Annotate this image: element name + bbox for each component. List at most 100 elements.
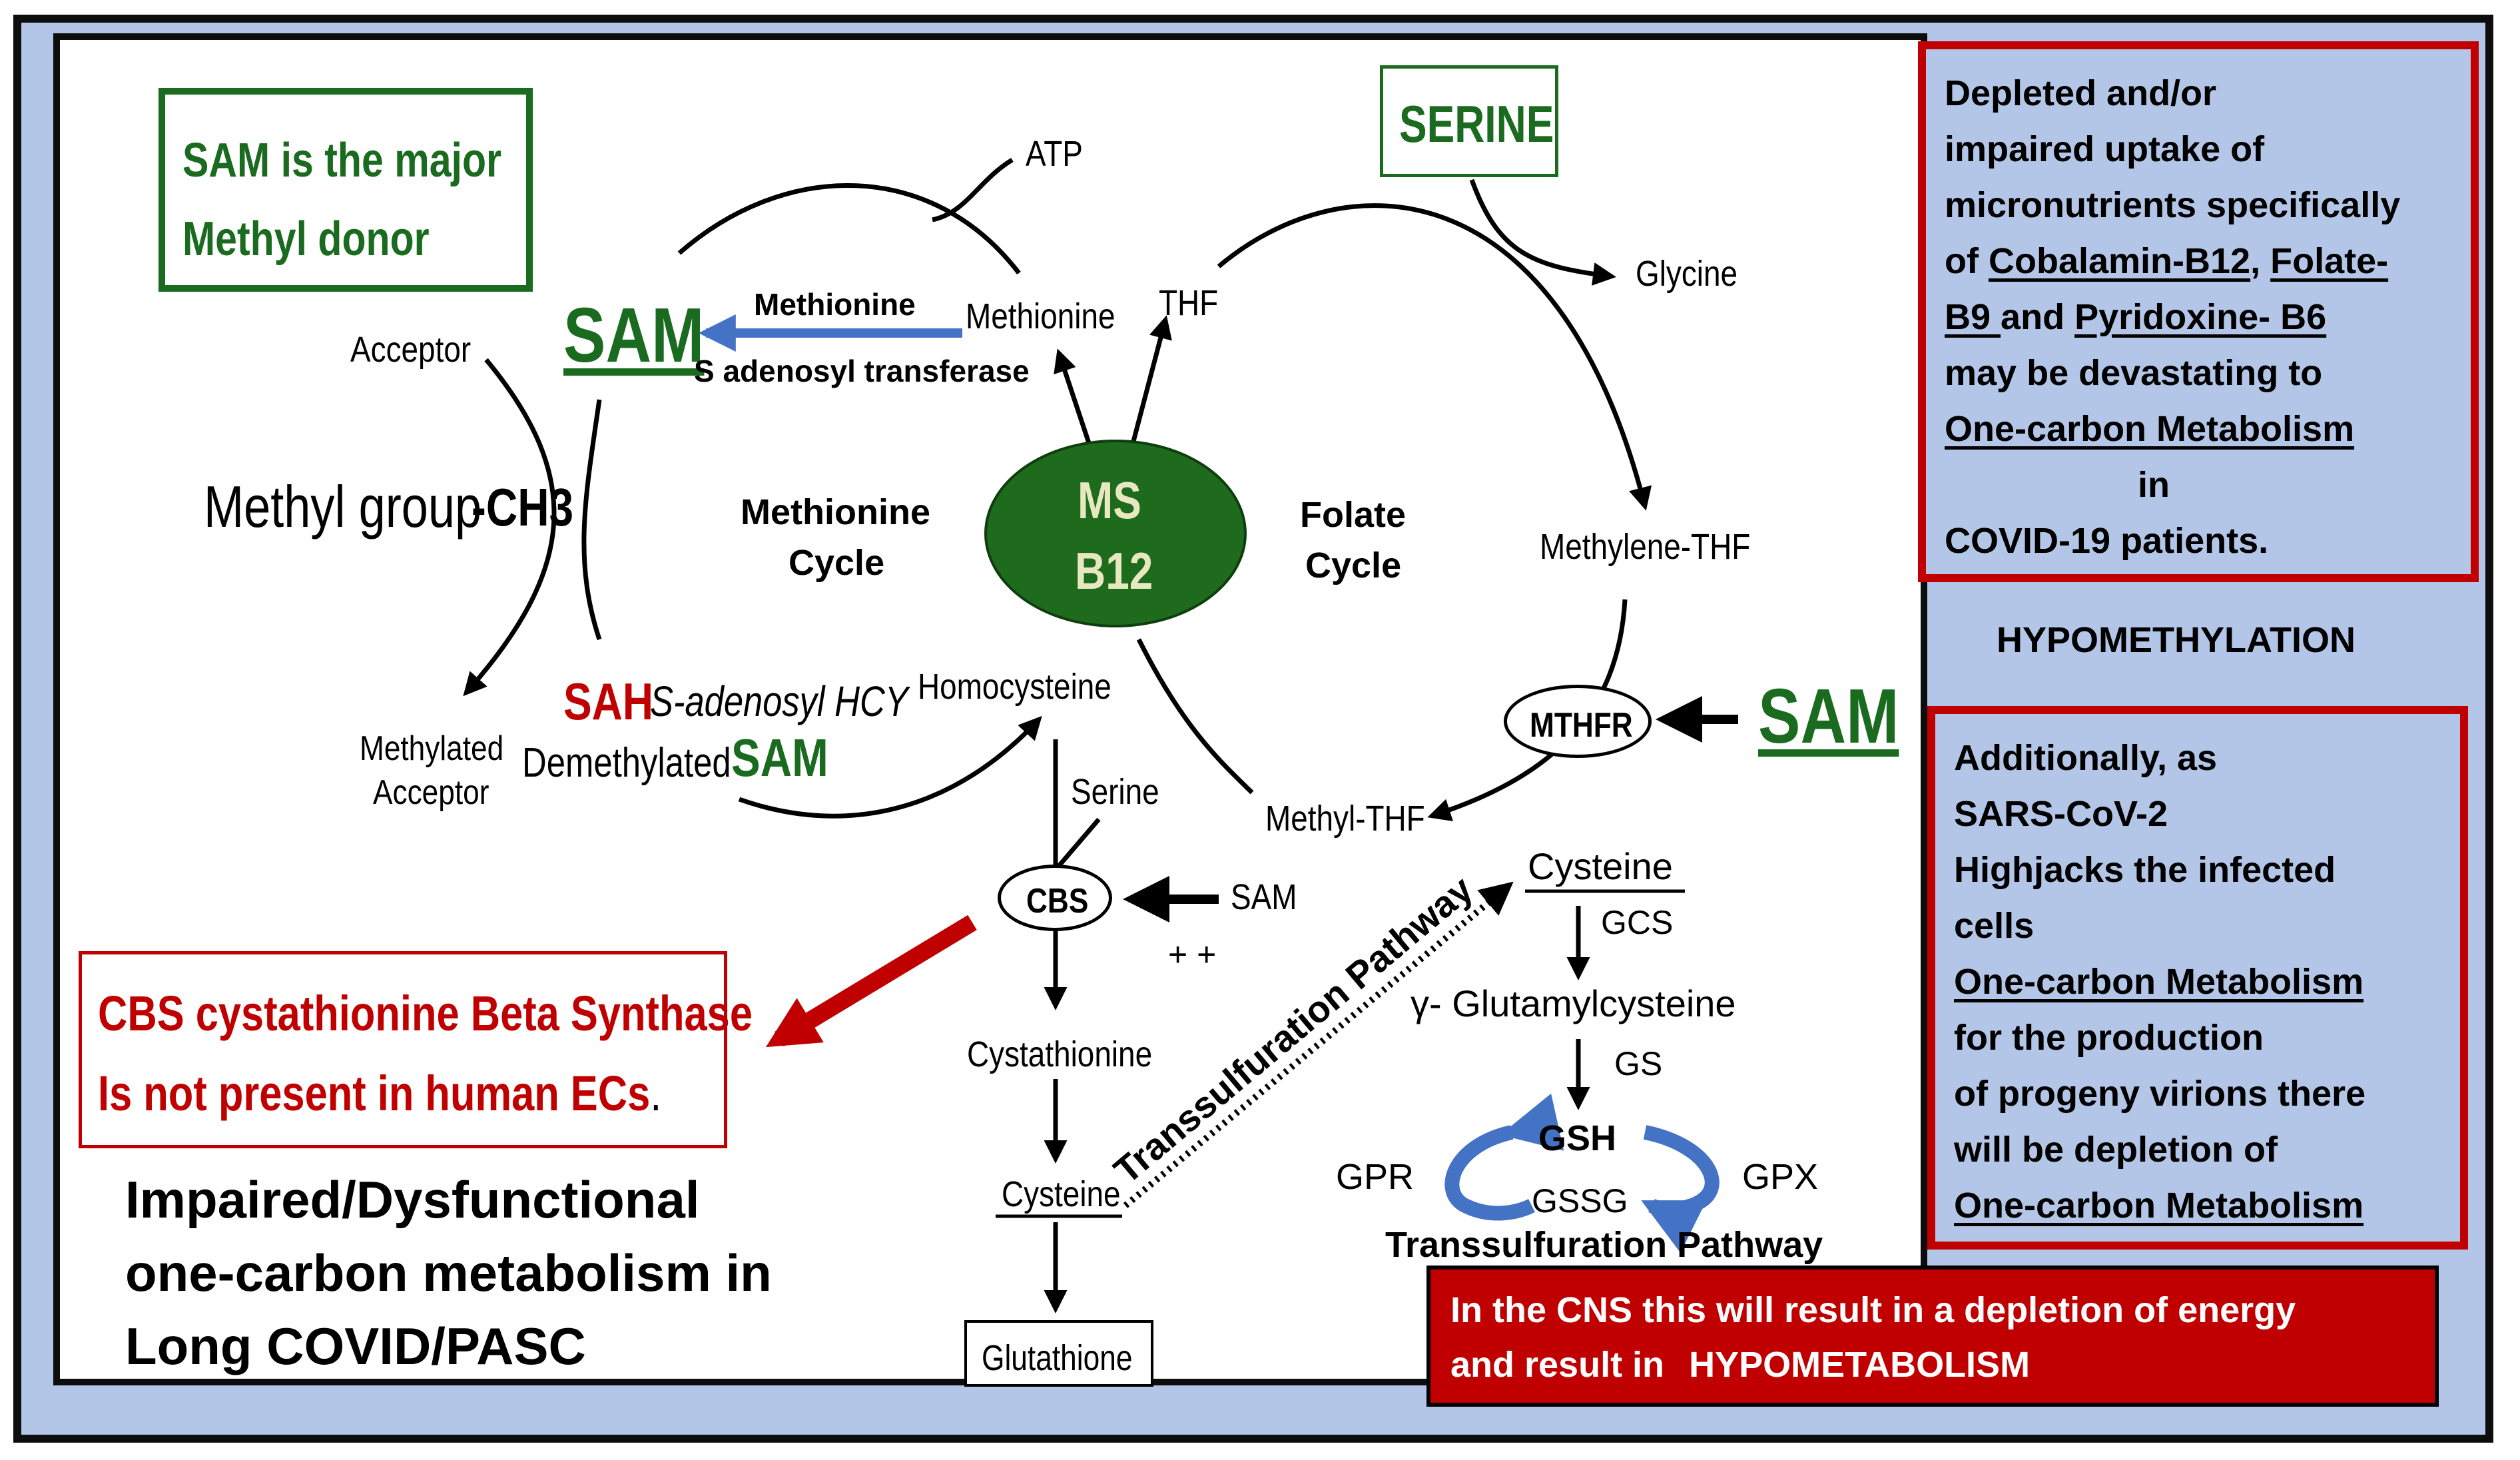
cysteine-left-label: Cysteine <box>1002 1174 1121 1214</box>
gsh-cycle-right <box>1641 1125 1720 1253</box>
side1-line-4: of Cobalamin-B12, Folate- <box>1945 233 2452 289</box>
gssg-label: GSSG <box>1532 1182 1628 1220</box>
pyridoxine-text: Pyridoxine- B6 <box>2074 297 2327 337</box>
gpr-label: GPR <box>1336 1157 1415 1197</box>
side2-line-4: cells <box>1954 906 2035 946</box>
side1-line-6: may be devastating to <box>1945 353 2323 393</box>
folate-cycle-label-1: Folate <box>1300 495 1407 535</box>
side-box-sars: Additionally, as SARS-CoV-2 Highjacks th… <box>1927 706 2468 1250</box>
methylated-acceptor-label-1: Methylated <box>360 729 504 768</box>
cbs-note-box: CBS cystathionine Beta Synthase Is not p… <box>79 951 753 1148</box>
side1-line-8: in <box>2138 465 2170 505</box>
cbs-note-line-2-text: Is not present in human ECs <box>98 1066 651 1121</box>
folate-text: Folate- <box>2270 241 2389 281</box>
hypomethylation-label: HYPOMETHYLATION <box>1997 620 2356 660</box>
red-arrow-cbs-note <box>765 914 977 1048</box>
dotted-transsulfuration <box>1123 881 1514 1208</box>
impaired-line-2: one-carbon metabolism in <box>125 1244 772 1302</box>
sam-major-text: SAM is the major Methyl donor <box>182 134 501 266</box>
atp-branch <box>932 157 1014 222</box>
sah-label: SAH <box>563 672 654 731</box>
sam-main-label: SAM <box>563 292 705 378</box>
methionine-arrow-label: Methionine <box>754 287 916 322</box>
gs-label: GS <box>1614 1045 1663 1082</box>
sam-cbs-label: SAM <box>1231 877 1297 917</box>
atp-label: ATP <box>1026 134 1083 174</box>
cbs-label: CBS <box>1026 882 1089 920</box>
hypometabolism-text: HYPOMETABOLISM <box>1689 1345 2031 1385</box>
methionine-cycle-label-1: Methionine <box>741 492 930 532</box>
cbs-note-dot: . <box>650 1066 662 1121</box>
glutathione-box: Glutathione <box>964 1320 1153 1387</box>
arc-folate-bottom <box>1136 638 1254 795</box>
methionine-cycle-label-2: Cycle <box>788 543 885 583</box>
side1-line-5: B9 and Pyridoxine- B6 <box>1945 289 2452 345</box>
b12-label: B12 <box>1075 542 1153 600</box>
side2-line-5: One-carbon Metabolism <box>1954 962 2364 1002</box>
serine-small-label: Serine <box>1071 772 1159 812</box>
gsh-label: GSH <box>1538 1118 1617 1158</box>
side2-line-6: for the production <box>1954 1018 2264 1058</box>
glutamylcysteine-label: γ- Glutamylcysteine <box>1411 982 1736 1024</box>
gpx-label: GPX <box>1742 1157 1819 1197</box>
sam-mthfr-label: SAM <box>1758 673 1899 759</box>
cns-box: In the CNS this will result in a depleti… <box>1426 1266 2439 1407</box>
impaired-line-1: Impaired/Dysfunctional <box>125 1170 700 1229</box>
cns-line-2: and result in HYPOMETABOLISM <box>1450 1344 2030 1385</box>
gsh-cycle-left <box>1444 1093 1564 1221</box>
methyl-thf-label: Methyl-THF <box>1265 799 1425 839</box>
arc-sam-sah <box>581 399 602 641</box>
transsulfuration-bottom-label: Transsulfuration Pathway <box>1385 1225 1823 1265</box>
side2-line-8: will be depletion of <box>1954 1130 2278 1170</box>
s-adenosyl-hcy-label: S-adenosyl HCY <box>650 677 908 725</box>
mthfr-ellipse: MTHFR <box>1504 685 1652 758</box>
s-adenosyl-transferase-label: S adenosyl transferase <box>694 354 1030 388</box>
serine-text: SERINE <box>1399 95 1554 153</box>
cystathionine-label: Cystathionine <box>967 1034 1153 1074</box>
cysteine-right-label: Cysteine <box>1528 845 1673 887</box>
cbs-note-line-1: CBS cystathionine Beta Synthase <box>98 986 753 1041</box>
side-box-micronutrients: Depleted and/or impaired uptake of micro… <box>1918 41 2479 582</box>
side1-line-2: impaired uptake of <box>1945 129 2265 169</box>
side1-line-4a: of <box>1945 241 1989 281</box>
mthfr-label: MTHFR <box>1530 706 1633 745</box>
side1-line-1: Depleted and/or <box>1945 73 2217 113</box>
side2-line-1: Additionally, as <box>1954 738 2218 778</box>
cns-line-1: In the CNS this will result in a depleti… <box>1450 1290 2296 1330</box>
demethylated-label: Demethylated <box>522 740 731 786</box>
gcs-label: GCS <box>1601 904 1674 941</box>
side2-line-3: Highjacks the infected <box>1954 850 2336 890</box>
side1-line-9: COVID-19 patients. <box>1945 521 2269 561</box>
folate-cycle-label-2: Cycle <box>1305 546 1402 585</box>
ms-to-thf <box>1129 315 1172 447</box>
arc-left-acceptor <box>463 358 557 697</box>
methionine-label: Methionine <box>966 296 1115 336</box>
impaired-line-3: Long COVID/PASC <box>125 1317 586 1375</box>
cobalamin-text: Cobalamin-B12 <box>1988 241 2251 281</box>
plusplus-label: + + <box>1168 936 1217 973</box>
serine-to-glycine <box>1469 179 1616 286</box>
methylated-acceptor-label-2: Acceptor <box>373 773 489 812</box>
methyl-group-label: Methyl group <box>204 474 482 540</box>
side2-line-2: SARS-CoV-2 <box>1954 794 2168 834</box>
arc-top-left <box>677 183 1021 275</box>
sam-demethylated-label: SAM <box>731 728 828 787</box>
arc-bottom-left <box>738 715 1042 819</box>
side1-line-3: micronutrients specifically <box>1945 185 2401 225</box>
side1-line-5b: and <box>2001 297 2075 337</box>
ms-label: MS <box>1078 471 1141 530</box>
cbs-ellipse: CBS <box>998 865 1112 931</box>
homocysteine-label: Homocysteine <box>918 667 1111 707</box>
methylene-thf-label: Methylene-THF <box>1540 527 1751 567</box>
glutathione-text: Glutathione <box>982 1338 1133 1378</box>
cbs-note-line-2: Is not present in human ECs. <box>98 1065 661 1122</box>
serine-box: SERINE <box>1380 65 1558 177</box>
thf-label: THF <box>1159 283 1219 323</box>
side2-line-9: One-carbon Metabolism <box>1954 1186 2364 1226</box>
cns-line-2-text: and result in <box>1450 1345 1675 1385</box>
side2-line-7: of progeny virions there <box>1954 1074 2366 1114</box>
ms-to-methionine <box>1054 348 1095 454</box>
b9-text: B9 <box>1945 297 2001 337</box>
side1-line-4c: , <box>2250 241 2271 281</box>
